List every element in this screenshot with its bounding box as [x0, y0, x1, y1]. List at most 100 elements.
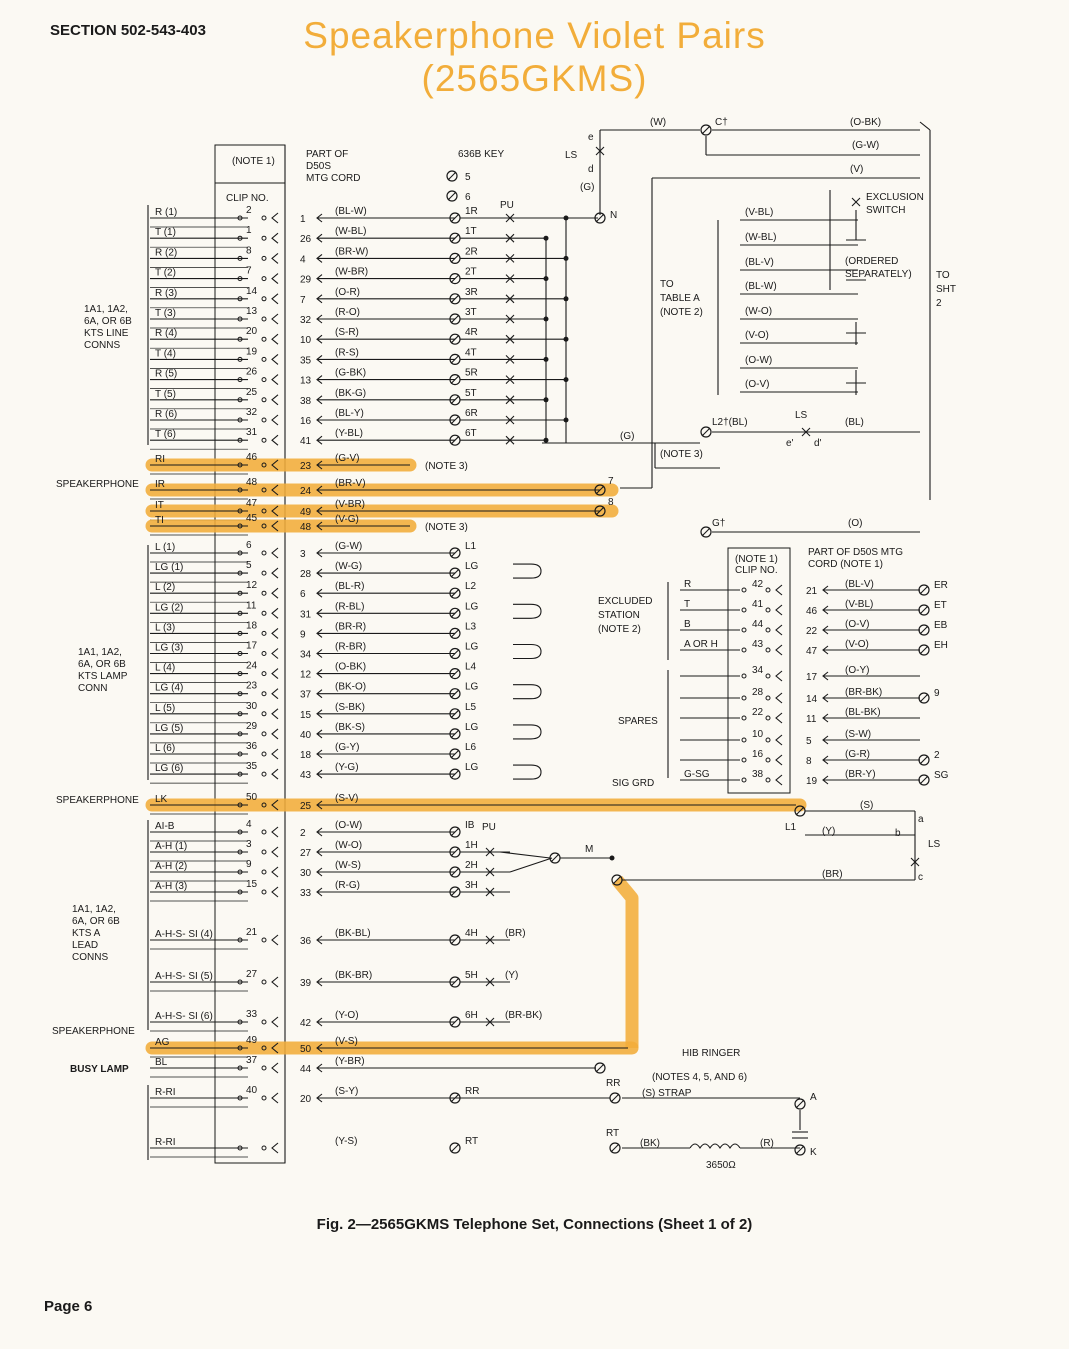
clip-arrow-icon: [271, 232, 279, 244]
g-label: G†: [712, 518, 725, 529]
terminal-slash: [450, 977, 460, 987]
terminal-slash: [450, 935, 460, 945]
ringer-notes-label: (NOTES 4, 5, AND 6): [652, 1072, 747, 1083]
terminal-slash: [450, 548, 460, 558]
wire-color-label: (BK-O): [335, 682, 366, 693]
clip-number: 20: [246, 326, 258, 337]
d50s-cord-label: MTG CORD: [306, 173, 360, 184]
pu-bottom-label: PU: [482, 822, 496, 833]
clip-icon: [237, 356, 243, 362]
terminal-slash: [795, 1145, 805, 1155]
l1-label: L1: [785, 822, 797, 833]
exclusion-wire-label: (V-BL): [745, 207, 773, 218]
clip-icon: [261, 979, 267, 985]
wire-color-label: (Y-S): [335, 1136, 357, 1147]
clip-arrow-icon: [271, 505, 279, 517]
table-pin-number: 46: [806, 606, 818, 617]
clip-number: 45: [246, 513, 258, 524]
clip-icon: [765, 737, 771, 743]
key-6-label: 6: [465, 192, 471, 203]
table-wire-color: (O-Y): [845, 665, 869, 676]
clip-arrow-icon: [271, 587, 279, 599]
terminal-slash: [919, 585, 929, 595]
key-terminal-label: 2T: [465, 267, 477, 278]
clip-arrow-icon: [271, 1016, 279, 1028]
clip-number: 46: [246, 452, 258, 463]
wire-color-label: (S-BK): [335, 702, 365, 713]
lead-label: T (5): [155, 389, 176, 400]
clip-number: 40: [246, 1085, 258, 1096]
terminal-slash: [450, 867, 460, 877]
table-terminal-label: SG: [934, 770, 949, 781]
table-clip-number: 41: [752, 599, 764, 610]
key-terminal-icon: [449, 547, 461, 559]
clip-number: 33: [246, 1009, 258, 1020]
table-pin-number: 8: [806, 756, 812, 767]
clip-number: 9: [246, 859, 252, 870]
clip-icon: [261, 1065, 267, 1071]
table-lead-label: R: [684, 579, 691, 590]
terminal-slash: [701, 527, 711, 537]
clip-number: 1: [246, 225, 252, 236]
terminal-slash: [450, 294, 460, 304]
wire-color-label: (O-BK): [335, 662, 366, 673]
clip-icon: [237, 802, 243, 808]
key-terminal-label: 6T: [465, 428, 477, 439]
lead-label: A-H-S- SI (5): [155, 971, 213, 982]
pin-number: 42: [300, 1018, 312, 1029]
clip-number: 23: [246, 681, 258, 692]
right-bracket: [919, 121, 931, 131]
lead-label: T (3): [155, 308, 176, 319]
excluded-label: (NOTE 2): [598, 624, 641, 635]
wire-color-label: (BL-R): [335, 581, 364, 592]
terminal-slash: [701, 427, 711, 437]
clip-arrow-icon: [271, 333, 279, 345]
kts-lead-label: 6A, OR 6B: [72, 916, 120, 927]
key-terminal-label: LG: [465, 762, 479, 773]
wire-color-label: (G-W): [335, 541, 362, 552]
pin-number: 26: [300, 234, 312, 245]
clip-no-label: CLIP NO.: [226, 193, 269, 204]
ls2-cross-icon: [801, 427, 811, 437]
table-clip-number: 42: [752, 579, 764, 590]
pin-number: 3: [300, 549, 306, 560]
wire-color-label: (BK-S): [335, 722, 365, 733]
excluded-label: STATION: [598, 610, 640, 621]
wire-color-label: (W-O): [335, 840, 362, 851]
key-terminal-label: LG: [465, 642, 479, 653]
terminal-slash: [450, 415, 460, 425]
clip-icon: [261, 508, 267, 514]
e-label: e: [588, 132, 594, 143]
table-terminal-icon: [918, 624, 930, 636]
table-wire-color: (S-W): [845, 729, 871, 740]
pu-label: PU: [500, 200, 514, 211]
key-terminal-label: L5: [465, 702, 477, 713]
kts-line-label: CONNS: [84, 340, 120, 351]
wire-color-label: (R-BR): [335, 642, 366, 653]
lead-label: R (3): [155, 288, 177, 299]
pin-number: 41: [300, 436, 312, 447]
clip-icon: [261, 590, 267, 596]
br-wire-label: (BR): [822, 869, 843, 880]
kts-line-label: 1A1, 1A2,: [84, 304, 128, 315]
lead-label: T (1): [155, 227, 176, 238]
lead-label: L (4): [155, 663, 175, 674]
clip-arrow-icon: [775, 692, 783, 704]
lead-label: L (2): [155, 582, 175, 593]
a-tail-label: (Y): [505, 970, 518, 981]
key-terminal-label: RR: [465, 1086, 479, 1097]
terminal-slash: [450, 588, 460, 598]
clip-icon: [261, 869, 267, 875]
terminal-slash: [701, 125, 711, 135]
busy-lamp-label: BUSY LAMP: [70, 1064, 129, 1075]
clip-icon: [741, 757, 747, 763]
lead-label: LG (5): [155, 723, 183, 734]
lead-label: T (4): [155, 348, 176, 359]
clip-icon: [237, 849, 243, 855]
clip-icon: [237, 296, 243, 302]
clip-icon: [237, 276, 243, 282]
clip-arrow-icon: [271, 866, 279, 878]
key-terminal-icon: [449, 748, 461, 760]
clip-icon: [261, 1145, 267, 1151]
